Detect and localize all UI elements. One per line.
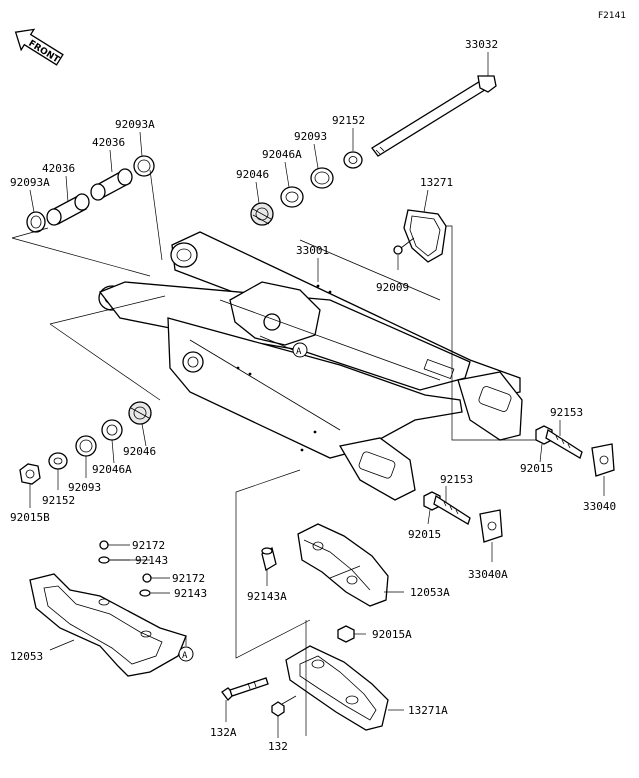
label-132A: 132A bbox=[210, 726, 237, 739]
oil-seal-92093-lower bbox=[75, 435, 97, 457]
label-92172-b: 92172 bbox=[172, 572, 205, 585]
washer-92143-b bbox=[139, 589, 151, 597]
sleeve-42036-upper bbox=[90, 168, 133, 201]
needle-bearing-92046-upper bbox=[250, 202, 274, 226]
label-92009: 92009 bbox=[376, 281, 409, 294]
svg-text:A: A bbox=[182, 651, 188, 661]
bolt-92172-a bbox=[99, 540, 109, 550]
figure-reference: F2141 bbox=[598, 11, 626, 21]
bolt-92153-right bbox=[545, 428, 583, 459]
chain-guide-block-12053A bbox=[297, 523, 389, 607]
washer-92143-a bbox=[98, 556, 110, 564]
bolt-92172-b bbox=[142, 573, 152, 583]
chain-slider-12053 bbox=[29, 573, 187, 677]
label-92143-a: 92143 bbox=[135, 554, 168, 567]
label-13271: 13271 bbox=[420, 176, 453, 189]
label-92152-top: 92152 bbox=[332, 114, 365, 127]
bolt-92153-mid bbox=[433, 494, 471, 525]
callout-a-lower: A bbox=[178, 636, 194, 662]
oil-seal-92093A-upper bbox=[133, 155, 155, 177]
label-33001: 33001 bbox=[296, 244, 329, 257]
front-arrow-icon: FRONT bbox=[14, 28, 64, 66]
label-92015B: 92015B bbox=[10, 511, 50, 524]
label-92143-b: 92143 bbox=[174, 587, 207, 600]
label-12053: 12053 bbox=[10, 650, 43, 663]
label-92015-mid: 92015 bbox=[408, 528, 441, 541]
label-92093A-top: 92093A bbox=[115, 118, 155, 131]
label-92046-low: 92046 bbox=[123, 445, 156, 458]
chain-guide-13271 bbox=[403, 209, 447, 263]
oil-seal-92093-upper bbox=[310, 167, 334, 189]
label-92093-low: 92093 bbox=[68, 481, 101, 494]
collar-92152-upper bbox=[343, 151, 363, 169]
label-92046A-low: 92046A bbox=[92, 463, 132, 476]
label-13271A: 13271A bbox=[408, 704, 448, 717]
bearing-92046A-upper bbox=[280, 186, 304, 208]
label-92046-top: 92046 bbox=[236, 168, 269, 181]
label-92153-right: 92153 bbox=[550, 406, 583, 419]
bolt-132A bbox=[221, 677, 269, 701]
chain-adjuster-33040A bbox=[479, 509, 503, 543]
svg-text:A: A bbox=[296, 347, 302, 357]
label-42036-mid: 42036 bbox=[42, 162, 75, 175]
label-92046A-top: 92046A bbox=[262, 148, 302, 161]
collar-92143A bbox=[261, 546, 277, 572]
label-132: 132 bbox=[268, 740, 288, 753]
label-92143A: 92143A bbox=[247, 590, 287, 603]
label-92152-low: 92152 bbox=[42, 494, 75, 507]
label-12053A: 12053A bbox=[410, 586, 450, 599]
chain-adjuster-33040 bbox=[591, 443, 615, 477]
label-33040A: 33040A bbox=[468, 568, 508, 581]
label-33032: 33032 bbox=[465, 38, 498, 51]
callout-a-upper: A bbox=[259, 335, 308, 358]
swingarm-33001 bbox=[98, 231, 523, 501]
sleeve-42036-lower bbox=[46, 193, 90, 226]
label-92153-mid: 92153 bbox=[440, 473, 473, 486]
label-33040: 33040 bbox=[583, 500, 616, 513]
label-42036-top: 42036 bbox=[92, 136, 125, 149]
label-92015-right: 92015 bbox=[520, 462, 553, 475]
screw-92009 bbox=[393, 237, 415, 255]
label-92093A-left: 92093A bbox=[10, 176, 50, 189]
oil-seal-92093A-left bbox=[26, 211, 46, 233]
needle-bearing-92046-lower bbox=[128, 401, 152, 425]
collar-92152-lower bbox=[48, 452, 68, 470]
label-92093-top: 92093 bbox=[294, 130, 327, 143]
chain-guide-plate-13271A bbox=[285, 645, 389, 731]
bearing-92046A-lower bbox=[101, 419, 123, 441]
label-92015A: 92015A bbox=[372, 628, 412, 641]
bolt-132 bbox=[271, 695, 297, 717]
pivot-shaft-33032 bbox=[371, 75, 497, 157]
nut-92015A bbox=[337, 625, 355, 643]
label-92172-a: 92172 bbox=[132, 539, 165, 552]
nut-92015B bbox=[19, 463, 41, 485]
